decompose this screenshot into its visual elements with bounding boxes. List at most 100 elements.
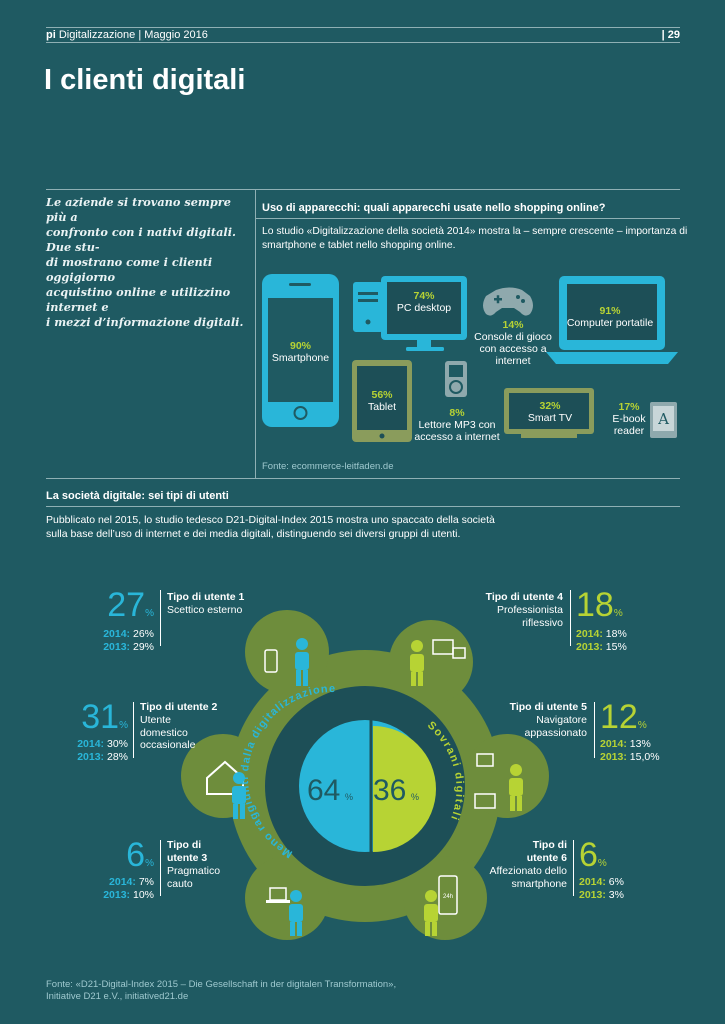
type-desc: Professionista bbox=[497, 604, 563, 616]
devices-stack-icon bbox=[474, 753, 496, 809]
year-2013-label: 2013: bbox=[576, 640, 603, 653]
type-pct-sign: % bbox=[145, 858, 154, 869]
intro-line: Le aziende si trovano sempre più a bbox=[46, 195, 231, 224]
type-title: utente 3 bbox=[167, 852, 208, 864]
device-laptop: 91% Computer portatile bbox=[562, 305, 658, 329]
year-2014-label: 2014: bbox=[576, 628, 603, 640]
type4-text: Tipo di utente 4 Professionista riflessi… bbox=[470, 591, 563, 629]
device-pct: 56% bbox=[371, 389, 393, 401]
type3-bubble bbox=[245, 856, 329, 940]
device-ebook-reader: 17% E-book reader bbox=[604, 401, 654, 437]
page-number: | 29 bbox=[661, 29, 680, 41]
device-game-console: 14% Console di gioco con accesso a inter… bbox=[468, 319, 558, 367]
type1-divider bbox=[160, 590, 161, 646]
type2-divider bbox=[133, 702, 134, 758]
type-title: Tipo di utente 1 bbox=[167, 591, 245, 603]
person-icon bbox=[289, 890, 303, 936]
person-icon bbox=[295, 638, 309, 686]
year-2013-value: 28% bbox=[106, 750, 128, 763]
type-pct-sign: % bbox=[119, 720, 128, 731]
year-2014-label: 2014: bbox=[103, 628, 131, 640]
devices-source: Fonte: ecommerce-leitfaden.de bbox=[262, 461, 394, 472]
type-title: Tipo di utente 4 bbox=[485, 591, 563, 603]
devices-heading-rule bbox=[256, 218, 680, 219]
users-text: Pubblicato nel 2015, lo studio tedesco D… bbox=[46, 513, 495, 541]
type-desc: cauto bbox=[167, 877, 193, 890]
type5-stats: 12% 2014: 13% 2013: 15,0% bbox=[600, 700, 690, 763]
type-pct-sign: % bbox=[637, 720, 647, 731]
device-pct: 14% bbox=[502, 319, 524, 331]
user-types-infographic: 24h Meno raggiunti dalla digitalizzazion… bbox=[181, 610, 549, 940]
person-icon bbox=[232, 772, 246, 819]
type-desc: occasionale bbox=[140, 739, 196, 751]
device-pct: 74% bbox=[413, 290, 435, 302]
device-label: Smart TV bbox=[527, 412, 573, 424]
type-big-number: 27 bbox=[107, 586, 146, 624]
type4-stats: 18% 2014: 18% 2013: 15% bbox=[576, 588, 656, 653]
svg-text:A: A bbox=[657, 410, 669, 428]
type3-stats: 6% 2014: 7% 2013: 10% bbox=[80, 838, 154, 901]
device-smartphone: 90% Smartphone bbox=[262, 340, 339, 364]
type4-divider bbox=[570, 590, 571, 646]
smartphone-icon bbox=[264, 649, 278, 673]
device-mp3-player: 8% Lettore MP3 con accesso a internet bbox=[410, 407, 504, 443]
smartphone-icon bbox=[262, 274, 339, 427]
type-desc: riflessivo bbox=[522, 616, 563, 629]
year-2014-value: 13% bbox=[629, 738, 651, 750]
laptop-icon bbox=[546, 276, 678, 364]
device-tablet: 56% Tablet bbox=[357, 389, 407, 413]
type-pct-sign: % bbox=[145, 608, 154, 619]
devices-text-line: Lo studio «Digitalizzazione della societ… bbox=[262, 226, 688, 237]
type-title: Tipo di utente 2 bbox=[140, 701, 218, 713]
year-2013-label: 2013: bbox=[77, 750, 105, 763]
type-desc: smartphone bbox=[511, 877, 567, 890]
header-section: Digitalizzazione | Maggio 2016 bbox=[58, 29, 208, 41]
type-pct-sign: % bbox=[613, 608, 623, 619]
type4-bubble bbox=[389, 620, 473, 704]
type6-stats: 6% 2014: 6% 2013: 3% bbox=[579, 838, 659, 901]
smart-tv-icon bbox=[504, 388, 594, 438]
type-desc: Scettico esterno bbox=[167, 604, 243, 616]
year-2013-label: 2013: bbox=[579, 888, 606, 901]
type-desc: Affezionato dello bbox=[489, 865, 567, 877]
device-label: Console di gioco bbox=[474, 331, 552, 343]
year-2014-label: 2014: bbox=[600, 738, 627, 750]
year-2013-label: 2013: bbox=[103, 640, 131, 653]
device-label: accesso a internet bbox=[414, 431, 500, 443]
device-smart-tv: 32% Smart TV bbox=[509, 400, 591, 424]
year-2014-label: 2014: bbox=[77, 738, 105, 750]
footer-source-line: Initiative D21 e.V., initiatived21.de bbox=[46, 991, 189, 1002]
year-2013-value: 15% bbox=[605, 640, 627, 653]
center-left-pct: % bbox=[345, 792, 353, 802]
laptop-icon bbox=[266, 887, 290, 903]
device-label: Computer portatile bbox=[566, 317, 654, 329]
type-big-number: 18 bbox=[576, 586, 614, 624]
year-2014-value: 18% bbox=[605, 628, 627, 640]
type-big-number: 6 bbox=[126, 836, 146, 874]
year-2013-value: 15,0% bbox=[629, 750, 660, 763]
device-pc-desktop: 74% PC desktop bbox=[387, 290, 461, 314]
mp3-player-icon bbox=[445, 361, 467, 397]
type-title: Tipo di bbox=[532, 839, 567, 851]
year-2013-value: 3% bbox=[608, 888, 624, 901]
column-divider bbox=[255, 189, 256, 478]
section-rule bbox=[46, 478, 680, 479]
devices-heading: Uso di apparecchi: quali apparecchi usat… bbox=[262, 202, 606, 214]
year-2014-value: 26% bbox=[132, 628, 154, 640]
devices-text-line: smartphone e tablet nello shopping onlin… bbox=[262, 240, 456, 251]
type-title: Tipo di utente 5 bbox=[509, 701, 587, 713]
type1-stats: 27% 2014: 26% 2013: 29% bbox=[80, 588, 154, 653]
users-text-line: Pubblicato nel 2015, lo studio tedesco D… bbox=[46, 514, 495, 526]
device-label: internet bbox=[495, 355, 531, 367]
type-big-number: 31 bbox=[81, 698, 120, 736]
device-label: Tablet bbox=[367, 401, 397, 413]
header-top-rule bbox=[46, 27, 680, 28]
year-2014-value: 7% bbox=[138, 876, 154, 888]
type-desc: Pragmatico bbox=[167, 865, 221, 877]
device-label: PC desktop bbox=[396, 302, 452, 314]
devices-text: Lo studio «Digitalizzazione della societ… bbox=[262, 225, 687, 253]
header-logo: pi bbox=[46, 29, 56, 41]
device-label: con accesso a bbox=[479, 343, 547, 355]
year-2013-value: 10% bbox=[132, 888, 154, 901]
type2-stats: 31% 2014: 30% 2013: 28% bbox=[50, 700, 128, 763]
